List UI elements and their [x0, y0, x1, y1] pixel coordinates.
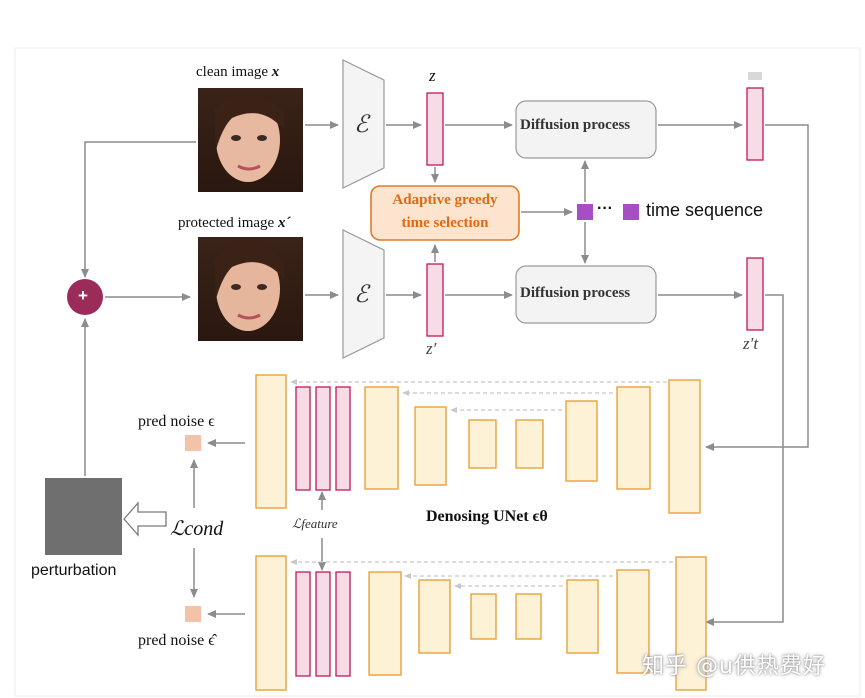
arrow-ztprime-to-unet-2	[705, 294, 784, 626]
time-square-2	[623, 204, 639, 220]
protected-image	[198, 237, 303, 341]
arrow-zt-to-unet-1	[705, 124, 809, 451]
zprime-label: z′	[426, 339, 437, 358]
l-feature-label: ℒfeature	[292, 516, 338, 531]
diffusion-box-2	[515, 265, 657, 324]
plus-node	[67, 279, 103, 315]
perturbation-label: perturbation	[31, 562, 117, 579]
encoder-2-symbol: ℰ	[354, 282, 369, 308]
latent-zprime	[426, 263, 444, 337]
watermark: 知乎 @u供热费好	[642, 654, 826, 679]
ztprime-label: z′t	[743, 334, 759, 353]
plus-sign: +	[78, 286, 88, 305]
unet-title: Denosing UNet ϵθ	[426, 508, 548, 525]
unet-2	[255, 555, 707, 691]
protected-image-label: protected image x´	[178, 215, 291, 231]
adaptive-greedy-box	[370, 185, 520, 241]
diffusion-2-label: Diffusion process	[520, 285, 631, 301]
encoder-1-symbol: ℰ	[354, 112, 369, 138]
arrow-clean-to-plus	[81, 141, 196, 278]
diffusion-1-label: Diffusion process	[520, 117, 631, 133]
hollow-arrow-to-perturbation	[123, 501, 167, 537]
perturbation-block	[45, 478, 122, 555]
encoder-1	[342, 59, 385, 189]
z-label: z	[429, 66, 436, 85]
latent-zt	[746, 87, 764, 161]
time-ellipsis: ···	[597, 200, 613, 217]
pred-noise-square-1	[185, 435, 201, 451]
clean-image	[198, 88, 303, 192]
clean-image-label: clean image x	[196, 64, 280, 80]
adaptive-line-1: Adaptive greedy	[392, 192, 498, 208]
latent-z	[426, 92, 444, 166]
outer-frame	[14, 47, 861, 697]
time-sequence-label: time sequence	[646, 200, 764, 220]
latent-ztprime	[746, 257, 764, 331]
pred-noise-square-2	[185, 606, 201, 622]
zt-label-glyph	[748, 72, 762, 80]
diffusion-box-1	[515, 100, 657, 159]
pred-noise-1-label: pred noise ϵ	[138, 413, 215, 430]
encoder-2	[342, 229, 385, 359]
pred-noise-2-label: pred noise ϵ̂	[138, 632, 215, 649]
adaptive-line-2: time selection	[401, 215, 489, 231]
l-cond-label: ℒcond	[170, 518, 224, 540]
unet-1	[255, 374, 701, 514]
time-square-1	[577, 204, 593, 220]
